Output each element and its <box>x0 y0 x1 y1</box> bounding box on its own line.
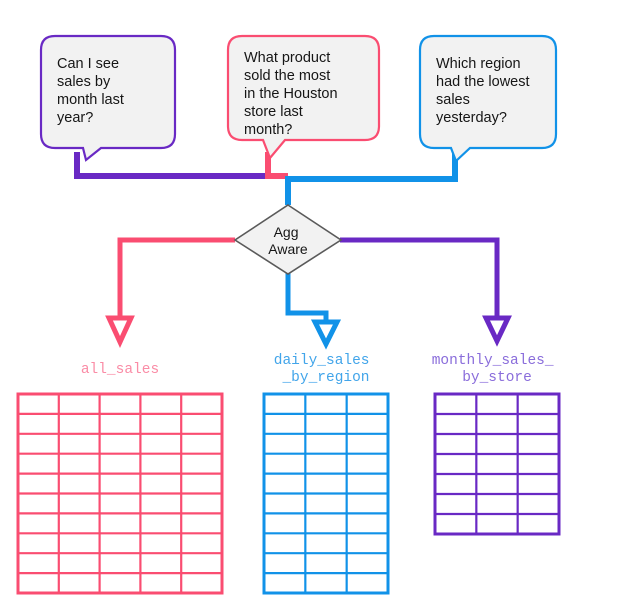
bubble-houston-product[interactable]: What product sold the most in the Housto… <box>226 34 381 161</box>
edge-layer <box>74 152 512 350</box>
bubble-region-lowest[interactable]: Which region had the lowest sales yester… <box>418 34 558 163</box>
edge-pink-in <box>265 152 288 179</box>
agg-aware-node[interactable]: Agg Aware <box>233 204 343 275</box>
agg-aware-node-text: Agg Aware <box>268 224 308 257</box>
arrowhead-pink <box>105 315 135 349</box>
table-grid-layer <box>16 392 561 595</box>
bubble-houston-product-text: What product sold the most in the Housto… <box>244 50 342 138</box>
arrowhead-blue <box>310 319 342 350</box>
edge-blue-out <box>285 272 329 322</box>
table-monthly-sales-by-store-label: monthly_sales_ by_store <box>432 353 563 386</box>
bubble-month-sales-shape <box>39 34 177 162</box>
table-daily-sales-by-region-label: daily_sales _by_region <box>274 353 378 386</box>
edge-purple-in <box>74 152 270 179</box>
edge-pink-out <box>117 237 235 318</box>
table-all-sales[interactable] <box>16 392 224 595</box>
agg-aware-node-shape <box>233 204 343 275</box>
table-monthly-sales-by-store[interactable] <box>433 392 561 536</box>
bubble-month-sales-text: Can I see sales by month last year? <box>57 56 128 126</box>
table-all-sales-label: all_sales <box>81 362 159 378</box>
bubble-houston-product-shape <box>226 34 381 161</box>
bubble-region-lowest-shape <box>418 34 558 163</box>
edge-blue-in <box>285 152 458 205</box>
table-monthly-sales-by-store-outline <box>433 392 561 536</box>
bubble-region-lowest-text: Which region had the lowest sales yester… <box>436 56 534 126</box>
bubble-month-sales[interactable]: Can I see sales by month last year? <box>39 34 177 162</box>
arrowhead-purple <box>482 315 512 347</box>
table-daily-sales-by-region[interactable] <box>262 392 390 595</box>
edge-purple-out <box>340 237 500 318</box>
